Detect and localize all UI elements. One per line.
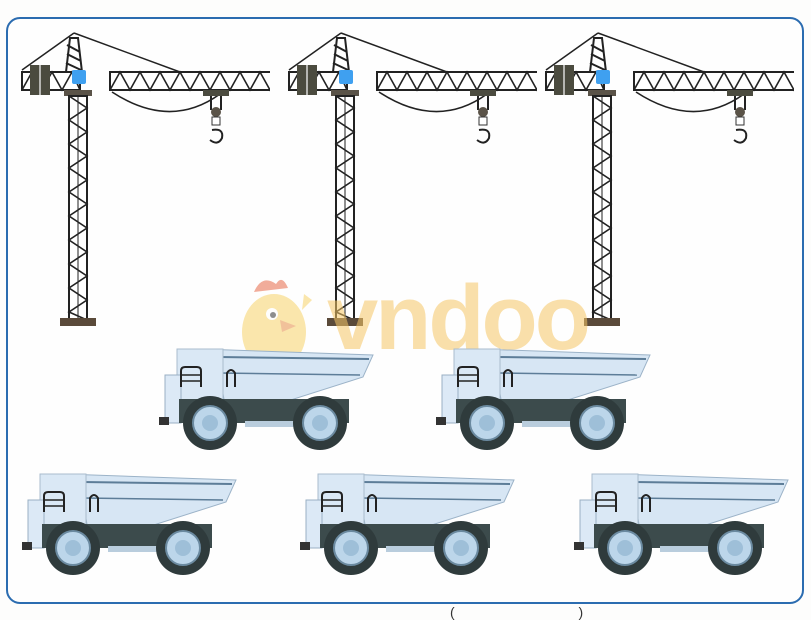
- footer-marks: ( ): [450, 604, 644, 620]
- dump-truck-1: [155, 345, 385, 455]
- dump-truck-2: [432, 345, 662, 455]
- dump-truck-4: [296, 470, 526, 580]
- tower-crane-1: [20, 30, 270, 330]
- dump-truck-3: [18, 470, 248, 580]
- dump-truck-5: [570, 470, 800, 580]
- tower-crane-2: [287, 30, 537, 330]
- tower-crane-3: [544, 30, 794, 330]
